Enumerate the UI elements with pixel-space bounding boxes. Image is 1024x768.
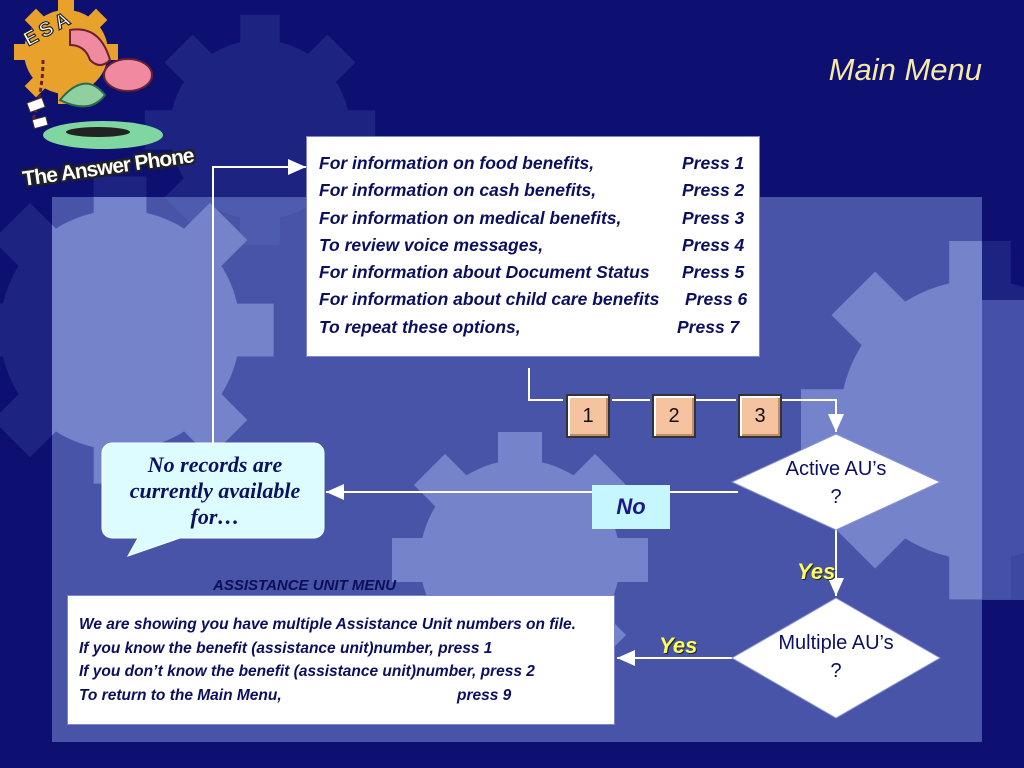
logo-telephone-icon xyxy=(14,0,163,149)
key-3[interactable]: 3 xyxy=(738,394,782,438)
yes-label-multiple: Yes xyxy=(659,633,698,658)
menu-option: For information on medical benefits, Pre… xyxy=(319,207,745,228)
decision-active-text: Active AU’s ? xyxy=(785,458,887,508)
au-menu-line: If you know the benefit (assistance unit… xyxy=(79,639,493,657)
decision-active-diamond xyxy=(730,433,942,531)
menu-option: To repeat these options, Press 7 xyxy=(319,316,740,337)
page-title: Main Menu xyxy=(828,52,982,87)
no-label: No xyxy=(592,485,670,529)
key-2[interactable]: 2 xyxy=(652,394,696,438)
menu-option: For information about child care benefit… xyxy=(319,289,748,310)
au-menu-box: We are showing you have multiple Assista… xyxy=(67,595,615,725)
logo-letters: ESA xyxy=(20,6,78,52)
menu-option: To review voice messages, Press 4 xyxy=(319,234,745,255)
au-menu-line: If you don’t know the benefit (assistanc… xyxy=(79,663,535,681)
au-menu-heading: ASSISTANCE UNIT MENU xyxy=(213,577,397,594)
menu-option: For information on food benefits, Press … xyxy=(319,153,745,173)
menu-option: For information on cash benefits, Press … xyxy=(319,180,745,201)
no-records-message: No records are currently available for… xyxy=(129,452,301,529)
key-1[interactable]: 1 xyxy=(566,394,610,438)
au-menu-line: We are showing you have multiple Assista… xyxy=(79,616,576,633)
yes-label-active: Yes xyxy=(797,559,836,584)
au-menu-line: To return to the Main Menu, press 9 xyxy=(79,687,512,705)
decision-multiple-text: Multiple AU’s ? xyxy=(778,632,894,682)
main-menu-box: For information on food benefits, Press … xyxy=(306,136,760,357)
menu-option: For information about Document Status Pr… xyxy=(319,262,745,283)
decision-multiple-diamond xyxy=(730,597,942,719)
no-records-callout xyxy=(101,442,325,557)
